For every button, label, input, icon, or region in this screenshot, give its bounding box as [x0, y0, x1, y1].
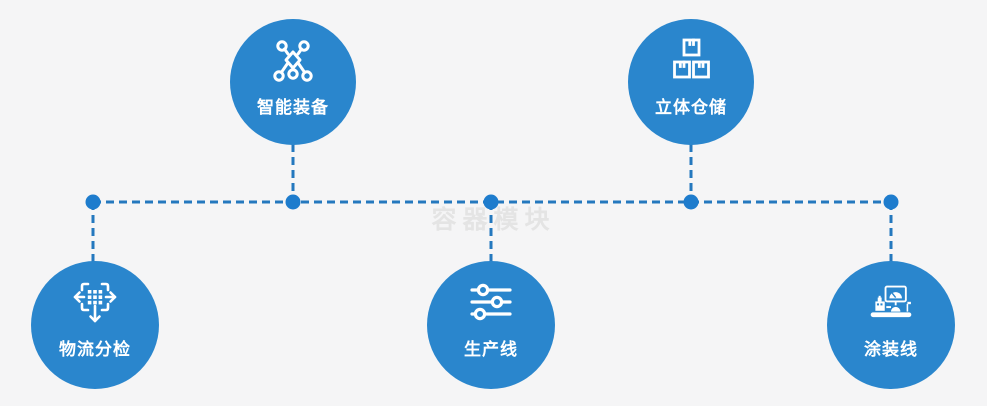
control-console-icon: [866, 278, 916, 328]
node-label: 物流分检: [59, 340, 131, 359]
network-nodes-icon: [268, 36, 318, 86]
node-label: 立体仓储: [655, 98, 727, 117]
node-stereo-warehouse[interactable]: 立体仓储: [628, 19, 754, 145]
node-logistics-sorting[interactable]: 物流分检: [31, 261, 159, 389]
sliders-icon: [466, 278, 516, 328]
node-label: 生产线: [464, 340, 518, 359]
node-production-line[interactable]: 生产线: [427, 261, 555, 389]
junction-dot: [683, 194, 699, 210]
sorting-arrows-icon: [70, 278, 120, 328]
node-label: 智能装备: [257, 98, 329, 117]
junction-dot: [483, 194, 499, 210]
node-painting-line[interactable]: 涂装线: [827, 261, 955, 389]
node-label: 涂装线: [864, 340, 918, 359]
node-smart-equipment[interactable]: 智能装备: [230, 19, 356, 145]
junction-dot: [285, 194, 301, 210]
junction-dot: [85, 194, 101, 210]
stacked-boxes-icon: [666, 36, 716, 86]
junction-dot: [883, 194, 899, 210]
